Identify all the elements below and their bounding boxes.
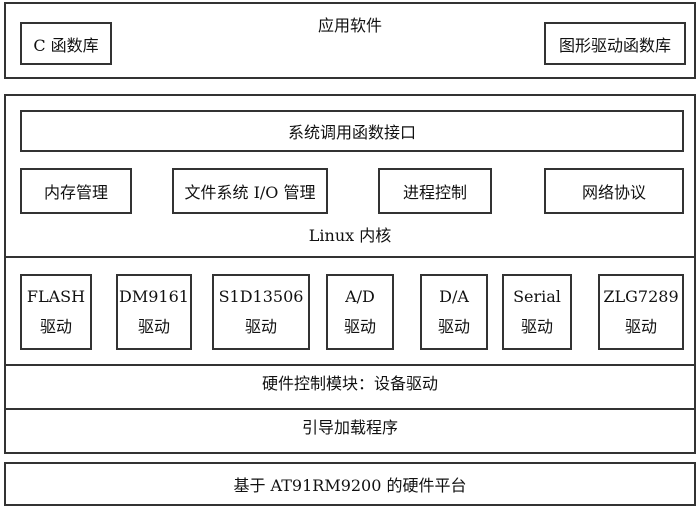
network-protocol-box: 网络协议: [544, 168, 684, 214]
driver-top-divider: [6, 364, 694, 366]
zlg7289-driver-box: ZLG7289 驱动: [598, 274, 684, 350]
zlg7289-driver-name: ZLG7289: [603, 287, 679, 306]
s1d13506-driver-suffix: 驱动: [244, 317, 277, 336]
serial-driver-suffix: 驱动: [520, 317, 553, 336]
process-control-box: 进程控制: [378, 168, 492, 214]
c-library-label: C 函数库: [33, 35, 99, 55]
flash-driver-name: FLASH: [26, 287, 86, 306]
device-driver-title: 硬件控制模块：设备驱动: [261, 374, 438, 393]
c-library-box: C 函数库: [20, 22, 112, 65]
bootloader-divider: [6, 408, 694, 410]
dm9161-driver-suffix: 驱动: [137, 317, 170, 336]
network-protocol-label: 网络协议: [581, 183, 646, 202]
s1d13506-driver-name: S1D13506: [218, 287, 304, 306]
syscall-interface-label: 系统调用函数接口: [287, 123, 416, 142]
kernel-stack: 系统调用函数接口 内存管理 文件系统 I/O 管理 进程控制 网络协议 Linu…: [4, 94, 696, 454]
serial-driver-box: Serial 驱动: [502, 274, 572, 350]
s1d13506-driver-box: S1D13506 驱动: [212, 274, 310, 350]
da-driver-suffix: 驱动: [437, 317, 470, 336]
ad-driver-name: A/D: [345, 287, 375, 306]
linux-kernel-title: Linux 内核: [308, 226, 392, 245]
graphics-driver-library-label: 图形驱动函数库: [558, 35, 671, 55]
filesystem-io-box: 文件系统 I/O 管理: [172, 168, 328, 214]
da-driver-name: D/A: [439, 287, 469, 306]
ad-driver-box: A/D 驱动: [326, 274, 394, 350]
hardware-platform-label: 基于 AT91RM9200 的硬件平台: [233, 476, 467, 495]
kernel-driver-divider: [6, 256, 694, 258]
dm9161-driver-name: DM9161: [119, 287, 189, 306]
process-control-label: 进程控制: [402, 183, 467, 202]
flash-driver-suffix: 驱动: [39, 317, 72, 336]
serial-driver-name: Serial: [513, 287, 561, 306]
hardware-platform-box: 基于 AT91RM9200 的硬件平台: [4, 462, 696, 506]
application-layer: 应用软件 C 函数库 图形驱动函数库: [4, 2, 696, 79]
memory-management-box: 内存管理: [20, 168, 132, 214]
memory-management-label: 内存管理: [43, 183, 108, 202]
filesystem-io-label: 文件系统 I/O 管理: [184, 183, 316, 202]
zlg7289-driver-suffix: 驱动: [624, 317, 657, 336]
syscall-interface-box: 系统调用函数接口: [20, 110, 684, 152]
flash-driver-box: FLASH 驱动: [20, 274, 92, 350]
ad-driver-suffix: 驱动: [343, 317, 376, 336]
da-driver-box: D/A 驱动: [420, 274, 488, 350]
application-layer-title: 应用软件: [317, 16, 382, 35]
bootloader-label: 引导加载程序: [301, 418, 398, 437]
graphics-driver-library-box: 图形驱动函数库: [544, 22, 686, 65]
dm9161-driver-box: DM9161 驱动: [116, 274, 192, 350]
